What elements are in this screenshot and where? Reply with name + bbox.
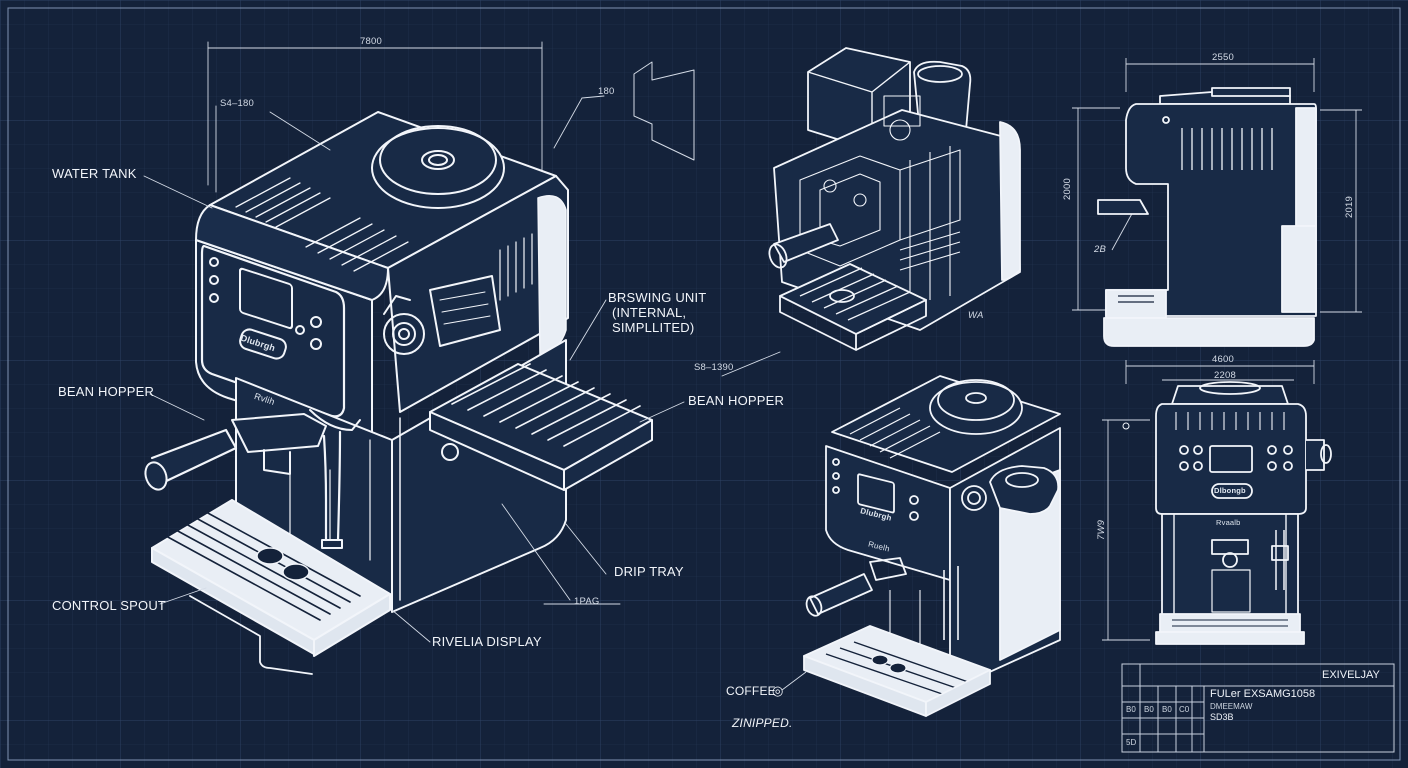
title-block-code-5: 5D xyxy=(1126,738,1137,747)
side-elevation-drawing xyxy=(1072,58,1362,347)
label-brewing-unit-line3: SIMPLLITED) xyxy=(612,320,695,335)
label-rivelia-display: RIVELIA DISPLAY xyxy=(432,634,542,649)
dim-side-height-right: 2019 xyxy=(1344,196,1355,218)
dim-s4-180: S4–180 xyxy=(220,98,254,109)
dim-side-spout: 2B xyxy=(1094,244,1107,255)
dim-180: 180 xyxy=(598,86,615,97)
label-brewing-unit-line2: (INTERNAL, xyxy=(612,305,687,320)
dim-side-width: 2550 xyxy=(1212,52,1234,63)
title-block-code-3: B0 xyxy=(1162,705,1172,714)
title-block-line2: DMEEMAW xyxy=(1210,702,1253,711)
title-block-code-2: B0 xyxy=(1144,705,1154,714)
title-block-code-1: B0 xyxy=(1126,705,1136,714)
title-block-line1: FULer EXSAMG1058 xyxy=(1210,688,1316,700)
dim-wa: WA xyxy=(968,310,984,321)
label-brewing-unit-line1: BRSWING UNIT xyxy=(608,290,707,305)
label-drip-tray: DRIP TRAY xyxy=(614,564,684,579)
dim-s8-1390: S8–1390 xyxy=(694,362,734,373)
iso-machine-drawing xyxy=(781,375,1061,717)
title-block-line3: SD3B xyxy=(1210,712,1234,722)
label-zinipped: ZINIPPED. xyxy=(732,716,793,730)
label-bean-hopper-left: BEAN HOPPER xyxy=(58,384,155,399)
label-control-spout: CONTROL SPOUT xyxy=(52,598,167,613)
dim-side-height-left: 2000 xyxy=(1062,178,1073,200)
sheet-border xyxy=(7,7,1401,761)
title-block-code-4: C0 xyxy=(1179,705,1190,714)
dim-top-width: 7800 xyxy=(360,36,382,47)
model-label-front: Rvaalb xyxy=(1216,518,1241,527)
title-block xyxy=(1121,663,1395,753)
label-water-tank: WATER TANK xyxy=(52,166,137,181)
brand-badge-front: Dlbongb xyxy=(1214,486,1246,495)
coffee-marker-icon: ◎ xyxy=(772,683,784,698)
label-bean-hopper-right: BEAN HOPPER xyxy=(688,393,785,408)
main-machine-drawing xyxy=(143,41,781,675)
dim-front-width-inner: 2208 xyxy=(1214,370,1236,381)
cutaway-machine-drawing xyxy=(768,47,1021,351)
dim-1pag: 1PAG xyxy=(574,596,600,607)
dim-front-height: 7W9 xyxy=(1096,519,1107,540)
label-coffee: COFFEE xyxy=(726,684,776,698)
dim-front-width-outer: 4600 xyxy=(1212,354,1234,365)
title-block-title: EXIVELJAY xyxy=(1322,669,1380,681)
front-elevation-drawing xyxy=(1102,360,1332,645)
